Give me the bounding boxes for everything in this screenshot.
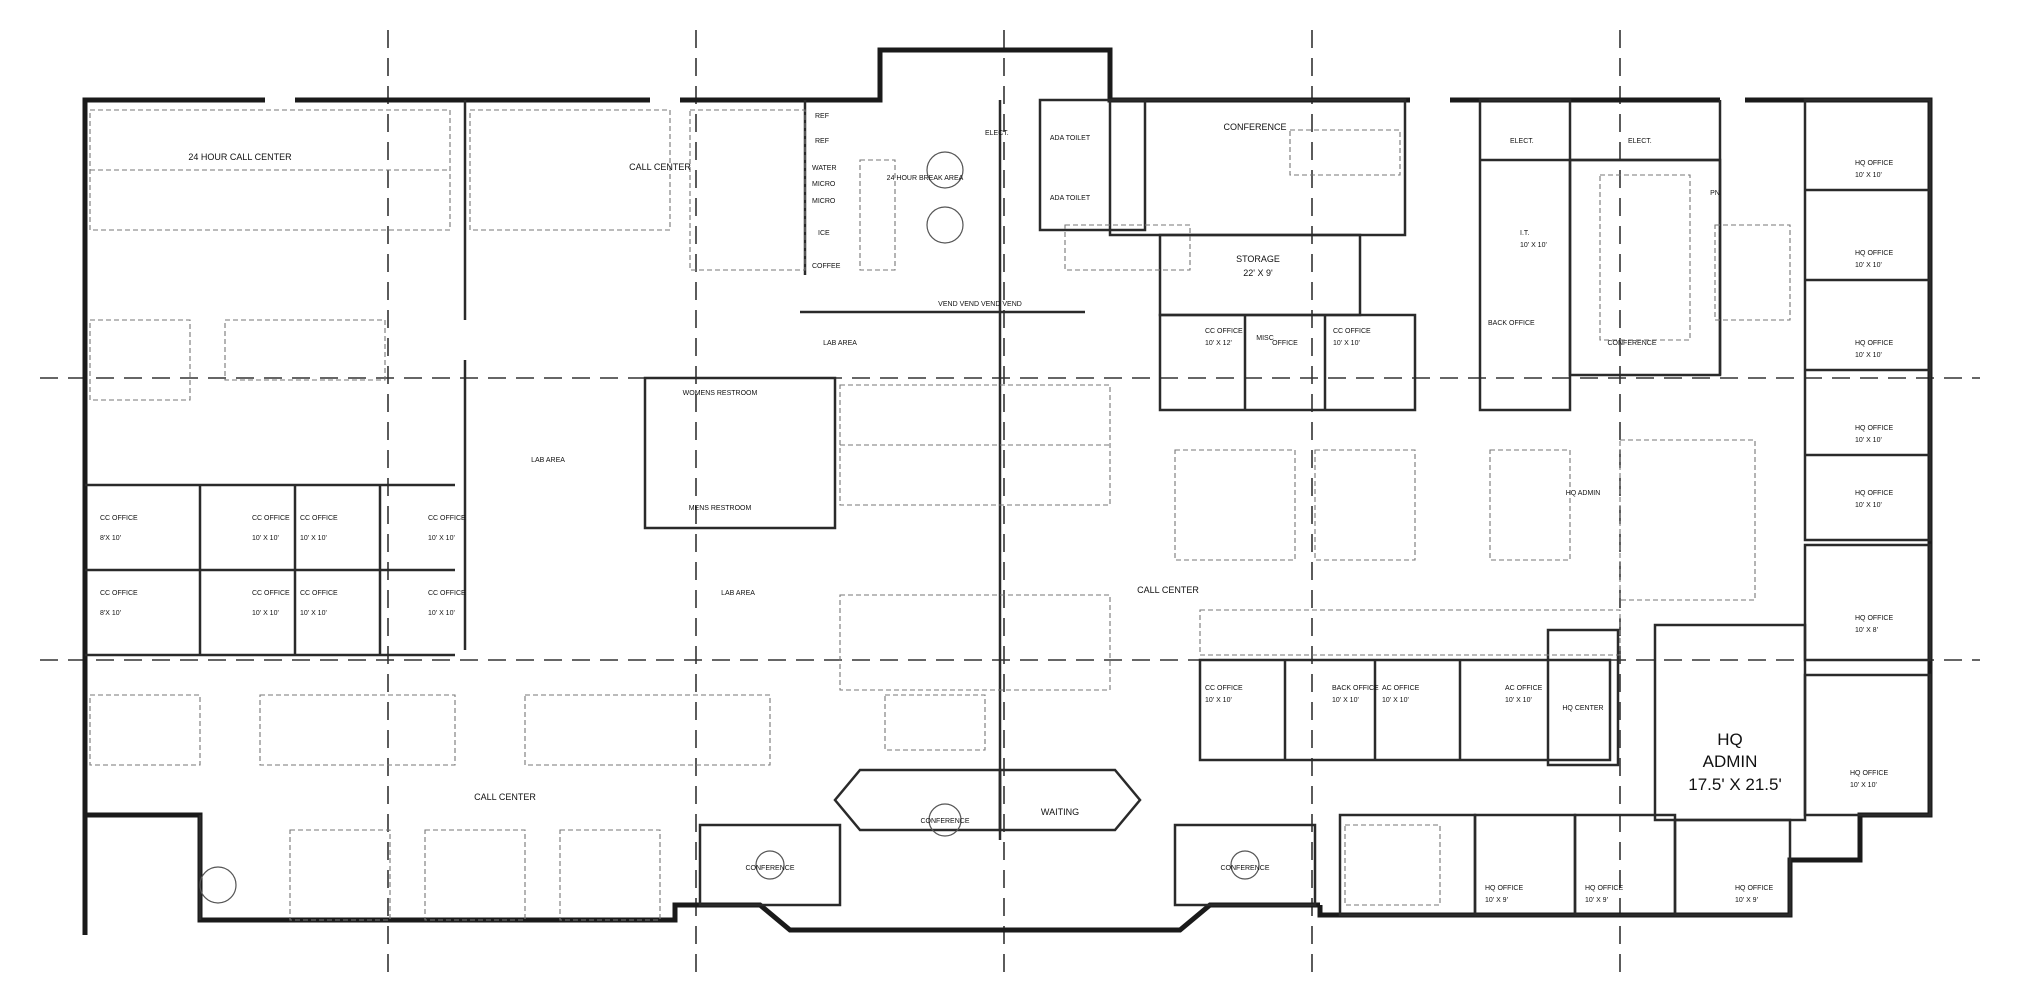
- label-cc-office-i: CC OFFICE: [1205, 328, 1243, 335]
- label-hq-admin-dim: 17.5' X 21.5': [1688, 775, 1781, 794]
- label-break-area: 24 HOUR BREAK AREA: [887, 175, 964, 182]
- label-cc-office-a-dim: 8'X 10': [100, 535, 121, 542]
- label-hq-office-6-dim: 10' X 8': [1855, 627, 1878, 634]
- label-hq-office-2: HQ OFFICE: [1855, 250, 1893, 257]
- label-hq-office-5-dim: 10' X 10': [1855, 502, 1882, 509]
- label-water: WATER: [812, 165, 837, 172]
- label-hq-office-2-dim: 10' X 10': [1855, 262, 1882, 269]
- label-ref-1: REF: [815, 113, 829, 120]
- label-call-center-mid: CALL CENTER: [1137, 585, 1199, 595]
- exterior-walls: [82, 47, 1933, 935]
- label-hq-office-4: HQ OFFICE: [1855, 425, 1893, 432]
- label-ac-office-2-dim: 10' X 10': [1505, 697, 1532, 704]
- label-lab-area-2: LAB AREA: [531, 457, 565, 464]
- interior-walls: [85, 98, 1932, 920]
- label-24hr-call-center: 24 HOUR CALL CENTER: [188, 152, 292, 162]
- label-elect-3: ELECT.: [1628, 138, 1652, 145]
- label-hq-office-7: HQ OFFICE: [1850, 770, 1888, 777]
- label-cc-office-f: CC OFFICE: [252, 590, 290, 597]
- label-hq-office-1-dim: 10' X 10': [1855, 172, 1882, 179]
- label-misc: MISC: [1256, 335, 1274, 342]
- label-cc-office-h: CC OFFICE: [428, 590, 466, 597]
- label-cc-office-j: CC OFFICE: [1333, 328, 1371, 335]
- label-call-center-top: CALL CENTER: [629, 162, 691, 172]
- label-hq-office-5: HQ OFFICE: [1855, 490, 1893, 497]
- label-hq-office-10-dim: 10' X 9': [1735, 897, 1758, 904]
- label-elect-2: ELECT.: [1510, 138, 1534, 145]
- office-labels: CC OFFICE 8'X 10' CC OFFICE 10' X 10' CC…: [100, 160, 1893, 904]
- label-coffee: COFFEE: [812, 263, 841, 270]
- label-it: I.T.: [1520, 230, 1529, 237]
- label-hq-office-3: HQ OFFICE: [1855, 340, 1893, 347]
- label-cc-office-a: CC OFFICE: [100, 515, 138, 522]
- label-ac-office-1-dim: 10' X 10': [1382, 697, 1409, 704]
- label-cc-office-g-dim: 10' X 10': [300, 610, 327, 617]
- label-cc-office-c-dim: 10' X 10': [300, 535, 327, 542]
- label-conference-small-2: CONFERENCE: [745, 865, 794, 872]
- label-hq-office-8: HQ OFFICE: [1485, 885, 1523, 892]
- label-ref-2: REF: [815, 138, 829, 145]
- label-cc-office-d: CC OFFICE: [428, 515, 466, 522]
- label-ada-toilet-1: ADA TOILET: [1050, 135, 1091, 142]
- label-ada-toilet-2: ADA TOILET: [1050, 195, 1091, 202]
- label-lab-area-1: LAB AREA: [823, 340, 857, 347]
- label-waiting: WAITING: [1041, 807, 1079, 817]
- label-cc-office-j-dim: 10' X 10': [1333, 340, 1360, 347]
- label-cc-office-e: CC OFFICE: [100, 590, 138, 597]
- label-cc-office-b-dim: 10' X 10': [252, 535, 279, 542]
- label-ac-office-1: AC OFFICE: [1382, 685, 1420, 692]
- label-conference-small-3: CONFERENCE: [1220, 865, 1269, 872]
- label-hq-office-9: HQ OFFICE: [1585, 885, 1623, 892]
- label-cc-office-k: CC OFFICE: [1205, 685, 1243, 692]
- label-back-office-2: BACK OFFICE: [1332, 685, 1379, 692]
- label-elect-1: ELECT.: [985, 130, 1009, 137]
- label-hq-office-4-dim: 10' X 10': [1855, 437, 1882, 444]
- label-hq-office-7-dim: 10' X 10': [1850, 782, 1877, 789]
- label-hq-admin-big-2: ADMIN: [1703, 752, 1758, 771]
- room-labels: 24 HOUR CALL CENTER CALL CENTER 24 HOUR …: [188, 113, 1781, 872]
- label-back-office-2-dim: 10' X 10': [1332, 697, 1359, 704]
- label-storage-dim: 22' X 9': [1243, 268, 1273, 278]
- label-office-center: OFFICE: [1272, 340, 1298, 347]
- label-cc-office-k-dim: 10' X 10': [1205, 697, 1232, 704]
- label-storage: STORAGE: [1236, 254, 1280, 264]
- label-cc-office-c: CC OFFICE: [300, 515, 338, 522]
- label-back-office: BACK OFFICE: [1488, 320, 1535, 327]
- label-cc-office-i-dim: 10' X 12': [1205, 340, 1232, 347]
- label-cc-office-b: CC OFFICE: [252, 515, 290, 522]
- label-hq-office-3-dim: 10' X 10': [1855, 352, 1882, 359]
- label-cc-office-f-dim: 10' X 10': [252, 610, 279, 617]
- label-hq-office-9-dim: 10' X 9': [1585, 897, 1608, 904]
- label-hq-office-1: HQ OFFICE: [1855, 160, 1893, 167]
- label-vend: VEND VEND VEND VEND: [938, 301, 1022, 308]
- label-cc-office-h-dim: 10' X 10': [428, 610, 455, 617]
- label-womens-restroom: WOMENS RESTROOM: [683, 390, 758, 397]
- label-lab-area-3: LAB AREA: [721, 590, 755, 597]
- column-grid: [40, 30, 1980, 980]
- label-hq-admin-small: HQ ADMIN: [1566, 490, 1601, 497]
- label-ice: ICE: [818, 230, 830, 237]
- label-conference-small-1: CONFERENCE: [920, 818, 969, 825]
- label-hq-center: HQ CENTER: [1562, 705, 1603, 712]
- label-ac-office-2: AC OFFICE: [1505, 685, 1543, 692]
- label-hq-office-6: HQ OFFICE: [1855, 615, 1893, 622]
- label-pn: PN: [1710, 190, 1720, 197]
- label-mens-restroom: MENS RESTROOM: [689, 505, 752, 512]
- label-it-dim: 10' X 10': [1520, 242, 1547, 249]
- label-conference-right: CONFERENCE: [1607, 340, 1656, 347]
- label-cc-office-e-dim: 8'X 10': [100, 610, 121, 617]
- label-cc-office-d-dim: 10' X 10': [428, 535, 455, 542]
- label-cc-office-g: CC OFFICE: [300, 590, 338, 597]
- label-micro-1: MICRO: [812, 181, 836, 188]
- label-hq-office-10: HQ OFFICE: [1735, 885, 1773, 892]
- label-call-center-bottom: CALL CENTER: [474, 792, 536, 802]
- label-conference-top: CONFERENCE: [1223, 122, 1286, 132]
- label-hq-office-8-dim: 10' X 9': [1485, 897, 1508, 904]
- cubicle-clusters: [89, 109, 1791, 921]
- label-hq-admin-big-1: HQ: [1717, 730, 1743, 749]
- label-micro-2: MICRO: [812, 198, 836, 205]
